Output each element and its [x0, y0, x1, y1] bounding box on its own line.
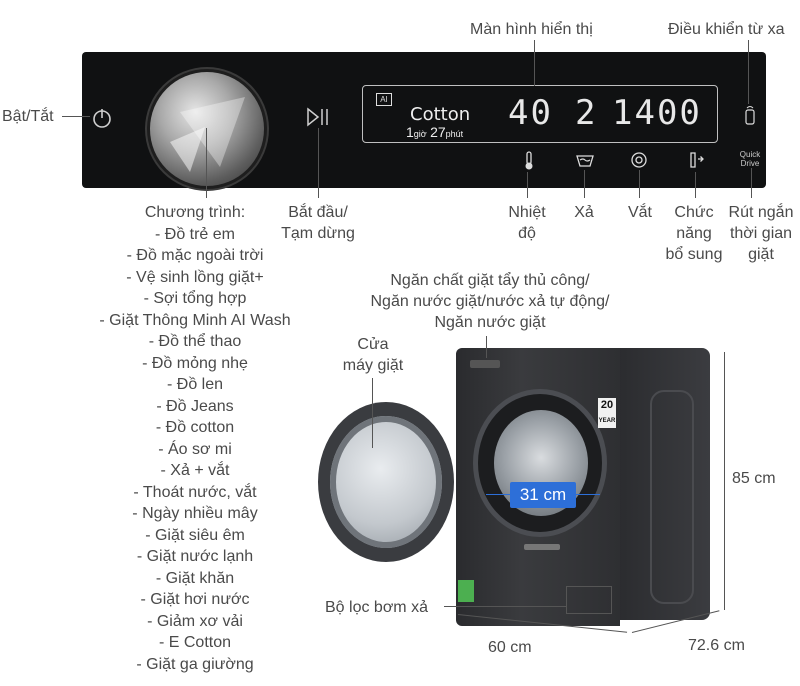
door-dimension: 31 cm — [510, 482, 576, 508]
callout-line-rinse — [584, 170, 585, 198]
label-power: Bật/Tắt — [2, 108, 54, 125]
label-quick: Rút ngắn thời gian giặt — [728, 204, 794, 263]
display-rinse: 2 — [575, 93, 598, 133]
list-item: - Giặt siêu êm — [145, 526, 245, 544]
list-item: - Đồ trẻ em — [154, 225, 235, 243]
list-item: - Thoát nước, vắt — [133, 483, 257, 501]
depth-label: 72.6 cm — [688, 637, 745, 654]
list-item: - Áo sơ mi — [158, 440, 232, 458]
list-item: - Đồ mặc ngoài trời — [126, 247, 264, 264]
callout-line-temp — [527, 172, 528, 198]
program-list-header: Chương trình: — [144, 204, 246, 221]
list-item: - Giặt hơi nước — [140, 591, 250, 608]
label-rinse: Xả — [574, 204, 594, 221]
door-glass — [330, 416, 442, 548]
label-extra: Chức năng bổ sung — [665, 204, 723, 263]
extra-function-icon[interactable] — [686, 150, 706, 170]
door-handle[interactable] — [524, 544, 560, 550]
callout-line-quick — [751, 168, 752, 198]
quick-drive-label[interactable]: Quick Drive — [739, 150, 761, 168]
display-temp: 40 — [508, 93, 553, 133]
dial-highlight-icon — [170, 97, 245, 172]
power-icon[interactable] — [90, 106, 114, 130]
label-spin: Vắt — [627, 204, 652, 221]
display-time: 1giờ 27phút — [406, 124, 464, 140]
list-item: - Xả + vắt — [160, 462, 230, 479]
list-item: - Giặt khăn — [155, 569, 235, 587]
thermometer-icon[interactable] — [522, 151, 536, 171]
list-item: - Đồ cotton — [155, 419, 235, 436]
callout-line-display — [534, 40, 535, 86]
dispenser-drawer[interactable] — [470, 360, 500, 368]
callout-line-program — [206, 128, 207, 198]
list-item: - Giặt Thông Minh AI Wash — [99, 311, 291, 329]
ai-badge: AI — [376, 93, 392, 106]
callout-line-door — [372, 378, 373, 448]
list-item: - Đồ thể thao — [148, 333, 242, 350]
callout-line-extra — [695, 172, 696, 198]
list-item: - E Cotton — [158, 634, 232, 651]
list-item: - Đồ len — [166, 376, 224, 393]
play-pause-icon[interactable] — [305, 106, 331, 128]
height-label: 85 cm — [732, 470, 776, 487]
list-item: - Giảm xơ vải — [147, 612, 243, 630]
side-panel-emboss — [650, 390, 694, 604]
list-item: - Ngày nhiều mây — [132, 505, 258, 522]
callout-line-dispenser — [486, 336, 487, 358]
program-list: Chương trình: - Đồ trẻ em - Đồ mặc ngoài… — [90, 202, 300, 675]
width-label: 60 cm — [488, 639, 532, 656]
callout-line-remote — [748, 40, 749, 104]
filter-cover[interactable] — [566, 586, 612, 614]
label-remote: Điều khiển từ xa — [668, 21, 785, 38]
energy-label — [458, 580, 474, 602]
rinse-icon[interactable] — [575, 152, 595, 168]
program-dial[interactable] — [150, 72, 264, 186]
list-item: - Đồ mỏng nhẹ — [142, 354, 248, 372]
label-dispenser: Ngăn chất giặt tẩy thủ công/ Ngăn nước g… — [370, 272, 610, 331]
list-item: - Giặt nước lạnh — [136, 548, 254, 565]
spin-icon[interactable] — [630, 151, 648, 169]
remote-control-icon[interactable] — [744, 104, 756, 126]
callout-line-power — [62, 116, 90, 117]
label-filter: Bộ lọc bơm xả — [325, 599, 428, 616]
height-dimension-line — [724, 352, 725, 610]
display-spin: 1400 — [612, 93, 702, 133]
callout-line-filter — [444, 606, 566, 607]
list-item: - Giặt ga giường — [136, 655, 254, 673]
display-screen — [362, 85, 718, 143]
list-item: - Vệ sinh lồng giặt+ — [126, 268, 264, 286]
label-door: Cửa máy giặt — [342, 336, 404, 374]
callout-line-spin — [639, 170, 640, 198]
display-program: Cotton — [410, 104, 471, 125]
machine-side — [618, 348, 710, 620]
list-item: - Sợi tổng hợp — [143, 290, 247, 307]
label-temperature: Nhiệt độ — [508, 204, 546, 242]
label-start-pause: Bắt đầu/ Tạm dừng — [281, 204, 355, 242]
list-item: - Đồ Jeans — [156, 397, 234, 415]
label-display: Màn hình hiển thị — [470, 21, 593, 38]
callout-line-start — [318, 128, 319, 198]
